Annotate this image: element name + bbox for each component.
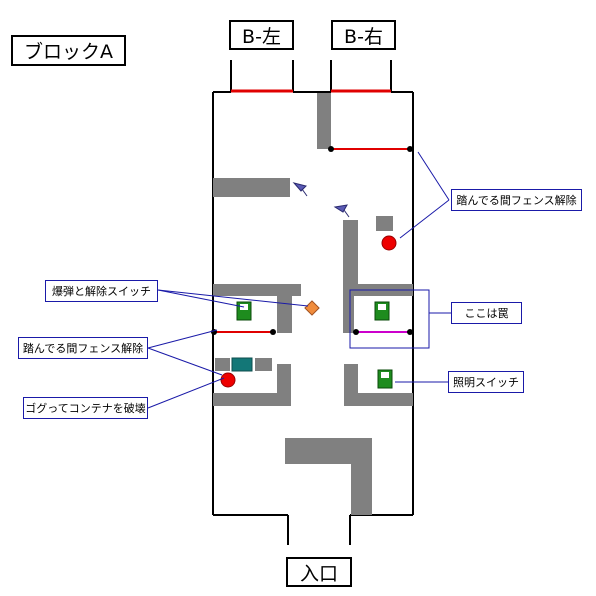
wall-segment xyxy=(351,464,372,515)
block-title: ブロックA xyxy=(11,35,126,66)
wall-segment xyxy=(213,284,301,296)
wall-segment xyxy=(213,178,290,197)
container-icon xyxy=(231,357,253,372)
soldier-icon xyxy=(333,204,350,218)
note-trap-here: ここは罠 xyxy=(451,302,522,324)
wall-segment xyxy=(376,216,393,231)
wall-segment xyxy=(213,393,291,406)
wall-segment xyxy=(343,296,354,333)
switch-panel-icon xyxy=(374,301,390,321)
note-destroy-container: ゴグってコンテナを破壊 xyxy=(23,397,148,419)
note-bomb-and-switch: 爆弾と解除スイッチ xyxy=(45,280,158,302)
wall-segment xyxy=(343,220,358,285)
exit-label-b-right: B-右 xyxy=(331,20,396,50)
wall-segment xyxy=(317,93,331,149)
wall-segment xyxy=(277,296,292,333)
interior-walls xyxy=(213,93,413,515)
wall-segment xyxy=(215,358,230,371)
wall-segment xyxy=(255,358,272,371)
wall-segment xyxy=(344,393,413,406)
trap-area-outline xyxy=(349,289,430,349)
switch-panel-icon xyxy=(377,369,393,389)
exit-label-entrance: 入口 xyxy=(286,557,352,587)
floor-button-icon xyxy=(220,372,236,388)
callout-lines xyxy=(147,151,451,409)
room-outline xyxy=(212,60,414,545)
switch-panel-icon xyxy=(236,301,252,321)
wall-segment xyxy=(285,438,372,464)
note-light-switch: 照明スイッチ xyxy=(448,371,524,393)
note-fence-release-right: 踏んでる間フェンス解除 xyxy=(451,189,582,211)
floor-button-icon xyxy=(381,235,397,251)
note-fence-release-left: 踏んでる間フェンス解除 xyxy=(18,337,148,359)
soldier-icon xyxy=(292,182,308,197)
bomb-icon xyxy=(304,300,320,316)
exit-label-b-left: B-左 xyxy=(229,20,294,50)
